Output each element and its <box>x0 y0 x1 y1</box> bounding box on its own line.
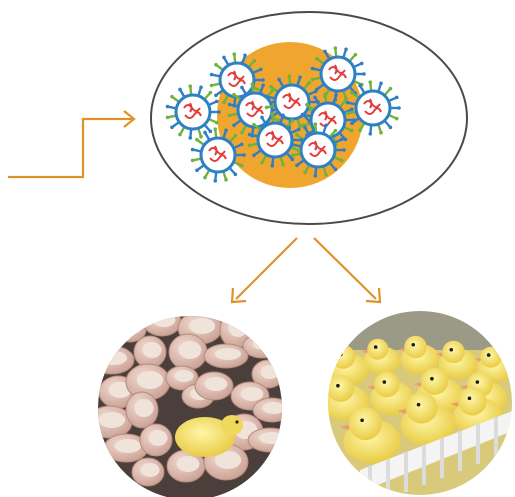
eggshell <box>88 406 132 438</box>
eggshell <box>248 428 292 452</box>
entry-arrow <box>8 111 134 177</box>
eggshell <box>195 372 233 400</box>
hatched-eggshells-photo <box>88 308 292 497</box>
eggshell <box>204 344 248 368</box>
egg-with-virus-particles-icon <box>151 12 467 224</box>
arrow-to-chicks <box>314 238 380 302</box>
eggshell <box>143 308 181 336</box>
eggshell <box>132 458 164 486</box>
eggshell <box>140 424 172 456</box>
arrow-to-eggshells <box>232 238 297 302</box>
chicks-photo <box>320 310 515 497</box>
eggshell <box>169 334 207 370</box>
eggshell <box>126 392 158 428</box>
eggshell <box>90 346 134 374</box>
eggshell <box>134 336 166 368</box>
eggshell <box>243 334 281 358</box>
eggshell <box>253 398 291 422</box>
